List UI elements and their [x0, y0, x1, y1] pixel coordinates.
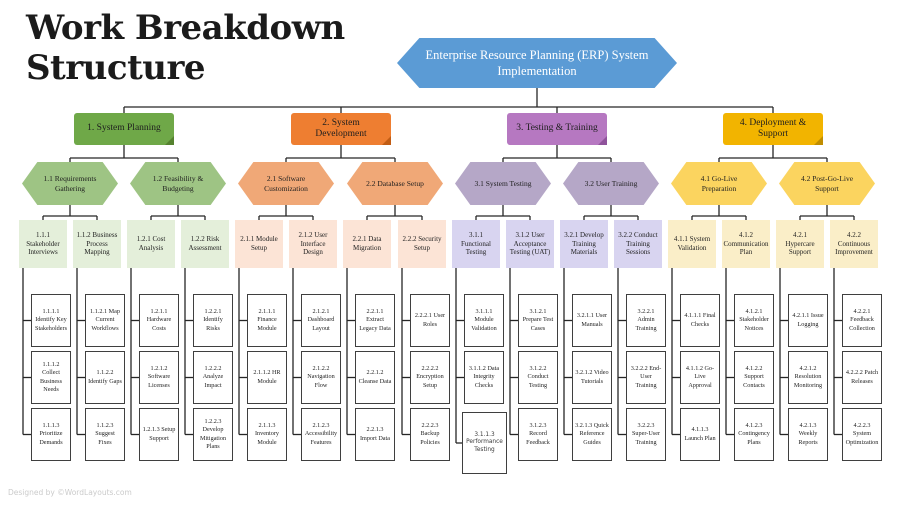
task-1-1-1-1: 1.1.1.1 Identify Key Stakeholders [31, 294, 71, 347]
credit-text: Designed by ©WordLayouts.com [8, 488, 132, 497]
l3-business-process-mapping: 1.1.2 Business Process Mapping [73, 220, 121, 268]
l3-data-migration: 2.2.1 Data Migration [343, 220, 391, 268]
l2-system-testing: 3.1 System Testing [455, 162, 551, 205]
task-1-2-2-2: 1.2.2.2 Analyze Impact [193, 351, 233, 404]
task-1-1-2-2: 1.1.2.2 Identify Gaps [85, 351, 125, 404]
task-2-1-1-2: 2.1.1.2 HR Module [247, 351, 287, 404]
l3-develop-training-materials: 3.2.1 Develop Training Materials [560, 220, 608, 268]
l2-post-go-live-support: 4.2 Post-Go-Live Support [779, 162, 875, 205]
task-4-2-1-2: 4.2.1.2 Resolution Monitoring [788, 351, 828, 404]
l3-security-setup: 2.2.2 Security Setup [398, 220, 446, 268]
task-4-1-1-3: 4.1.1.3 Launch Plan [680, 408, 720, 461]
task-2-2-2-3: 2.2.2.3 Backup Policies [410, 408, 450, 461]
l2-software-customization: 2.1 Software Customization [238, 162, 334, 205]
l2-user-training: 3.2 User Training [563, 162, 659, 205]
l3-stakeholder-interviews: 1.1.1 Stakeholder Interviews [19, 220, 67, 268]
task-2-1-2-1: 2.1.2.1 Dashboard Layout [301, 294, 341, 347]
task-1-2-2-3: 1.2.2.3 Develop Mitigation Plans [193, 408, 233, 461]
task-3-1-2-1: 3.1.2.1 Prepare Test Cases [518, 294, 558, 347]
task-1-2-1-2: 1.2.1.2 Software Licenses [139, 351, 179, 404]
l3-cost-analysis: 1.2.1 Cost Analysis [127, 220, 175, 268]
task-3-1-1-3: 3.1.1.3 Performance Testing [462, 412, 507, 474]
task-2-2-2-1: 2.2.2.1 User Roles [410, 294, 450, 347]
task-2-1-1-1: 2.1.1.1 Finance Module [247, 294, 287, 347]
l3-system-validation: 4.1.1 System Validation [668, 220, 716, 268]
task-3-2-2-2: 3.2.2.2 End-User Training [626, 351, 666, 404]
l3-user-acceptance-testing: 3.1.2 User Acceptance Testing (UAT) [506, 220, 554, 268]
task-4-2-2-3: 4.2.2.3 System Optimization [842, 408, 882, 461]
task-3-1-2-2: 3.1.2.2 Conduct Testing [518, 351, 558, 404]
task-3-1-1-1: 3.1.1.1 Module Validation [464, 294, 504, 347]
task-1-1-1-3: 1.1.1.3 Prioritize Demands [31, 408, 71, 461]
task-3-2-2-3: 3.2.2.3 Super-User Training [626, 408, 666, 461]
task-2-1-1-3: 2.1.1.3 Inventory Module [247, 408, 287, 461]
task-2-2-1-2: 2.2.1.2 Cleanse Data [355, 351, 395, 404]
task-4-2-1-3: 4.2.1.3 Weekly Reports [788, 408, 828, 461]
l2-go-live-preparation: 4.1 Go-Live Preparation [671, 162, 767, 205]
task-3-2-1-3: 3.2.1.3 Quick Reference Guides [572, 408, 612, 461]
l3-conduct-training-sessions: 3.2.2 Conduct Training Sessions [614, 220, 662, 268]
l1-deployment-support: 4. Deployment & Support [723, 113, 823, 145]
l3-hypercare-support: 4.2.1 Hypercare Support [776, 220, 824, 268]
l2-requirements-gathering: 1.1 Requirements Gathering [22, 162, 118, 205]
task-4-1-1-2: 4.1.1.2 Go-Live Approval [680, 351, 720, 404]
task-3-1-1-2: 3.1.1.2 Data Integrity Checks [464, 351, 504, 404]
l3-module-setup: 2.1.1 Module Setup [235, 220, 283, 268]
l3-communication-plan: 4.1.2 Communication Plan [722, 220, 770, 268]
task-4-1-2-3: 4.1.2.3 Contingency Plans [734, 408, 774, 461]
task-4-1-2-1: 4.1.2.1 Stakeholder Notices [734, 294, 774, 347]
task-3-2-1-2: 3.2.1.2 Video Tutorials [572, 351, 612, 404]
root-node-erp-implementation: Enterprise Resource Planning (ERP) Syste… [397, 38, 677, 88]
task-4-2-2-1: 4.2.2.1 Feedback Collection [842, 294, 882, 347]
l1-testing-training: 3. Testing & Training [507, 113, 607, 145]
task-2-2-1-3: 2.2.1.3 Import Data [355, 408, 395, 461]
task-3-2-1-1: 3.2.1.1 User Manuals [572, 294, 612, 347]
task-2-2-1-1: 2.2.1.1 Extract Legacy Data [355, 294, 395, 347]
task-2-1-2-2: 2.1.2.2 Navigation Flow [301, 351, 341, 404]
task-1-1-2-3: 1.1.2.3 Suggest Fixes [85, 408, 125, 461]
task-2-1-2-3: 2.1.2.3 Accessibility Features [301, 408, 341, 461]
l3-user-interface-design: 2.1.2 User Interface Design [289, 220, 337, 268]
l1-system-planning: 1. System Planning [74, 113, 174, 145]
l2-feasibility-budgeting: 1.2 Feasibility & Budgeting [130, 162, 226, 205]
task-3-1-2-3: 3.1.2.3 Record Feedback [518, 408, 558, 461]
task-1-1-2-1: 1.1.2.1 Map Current Workflows [85, 294, 125, 347]
task-3-2-2-1: 3.2.2.1 Admin Training [626, 294, 666, 347]
task-1-2-1-3: 1.2.1.3 Setup Support [139, 408, 179, 461]
task-2-2-2-2: 2.2.2.2 Encryption Setup [410, 351, 450, 404]
l3-functional-testing: 3.1.1 Functional Testing [452, 220, 500, 268]
l3-risk-assessment: 1.2.2 Risk Assessment [181, 220, 229, 268]
task-4-1-2-2: 4.1.2.2 Support Contacts [734, 351, 774, 404]
task-4-2-1-1: 4.2.1.1 Issue Logging [788, 294, 828, 347]
task-1-2-2-1: 1.2.2.1 Identify Risks [193, 294, 233, 347]
page-title: Work Breakdown Structure [26, 8, 345, 89]
l3-continuous-improvement: 4.2.2 Continuous Improvement [830, 220, 878, 268]
task-1-2-1-1: 1.2.1.1 Hardware Costs [139, 294, 179, 347]
task-1-1-1-2: 1.1.1.2 Collect Business Needs [31, 351, 71, 404]
l2-database-setup: 2.2 Database Setup [347, 162, 443, 205]
task-4-2-2-2: 4.2.2.2 Patch Releases [842, 351, 882, 404]
task-4-1-1-1: 4.1.1.1 Final Checks [680, 294, 720, 347]
l1-system-development: 2. System Development [291, 113, 391, 145]
